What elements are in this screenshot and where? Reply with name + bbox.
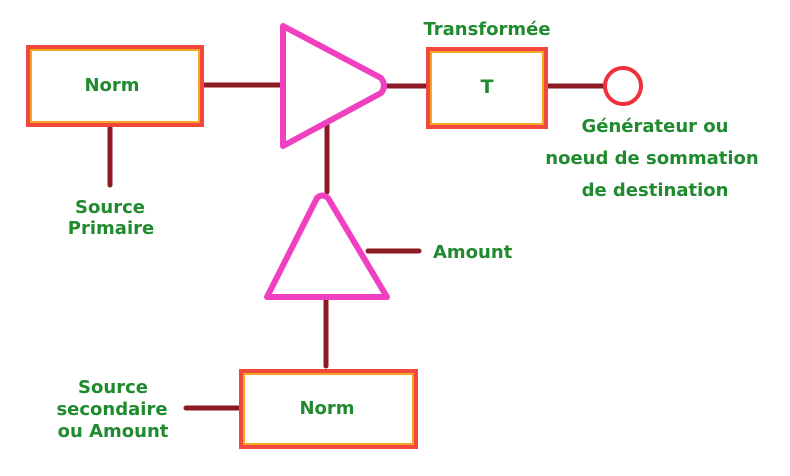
source-secondary-line: ou Amount [58,421,169,442]
source-secondary-line: secondaire [56,399,167,420]
destination-label: Générateur ou noeud de sommation de dest… [545,116,758,201]
destination-node-circle[interactable] [603,66,643,106]
amount-triangle[interactable] [264,192,390,300]
source-primary-label: Source Primaire [68,197,154,239]
source-primary-line: Source [75,197,145,218]
transform-label: T [481,76,494,98]
destination-label-line: de destination [582,180,729,201]
amount-label: Amount [433,242,513,263]
amplifier-triangle[interactable] [280,23,387,149]
destination-label-line: Générateur ou [582,116,729,137]
source-secondary-label: Source secondaire ou Amount [56,377,168,442]
transform-title: Transformée [423,19,550,40]
norm-secondary-block[interactable]: Norm [239,369,418,449]
norm-primary-label: Norm [84,75,139,96]
source-secondary-line: Source [78,377,148,398]
transform-block[interactable]: T [426,47,548,129]
norm-primary-block[interactable]: Norm [26,45,204,127]
norm-secondary-label: Norm [299,398,354,419]
source-primary-line: Primaire [68,218,154,239]
destination-label-line: noeud de sommation [545,148,758,169]
